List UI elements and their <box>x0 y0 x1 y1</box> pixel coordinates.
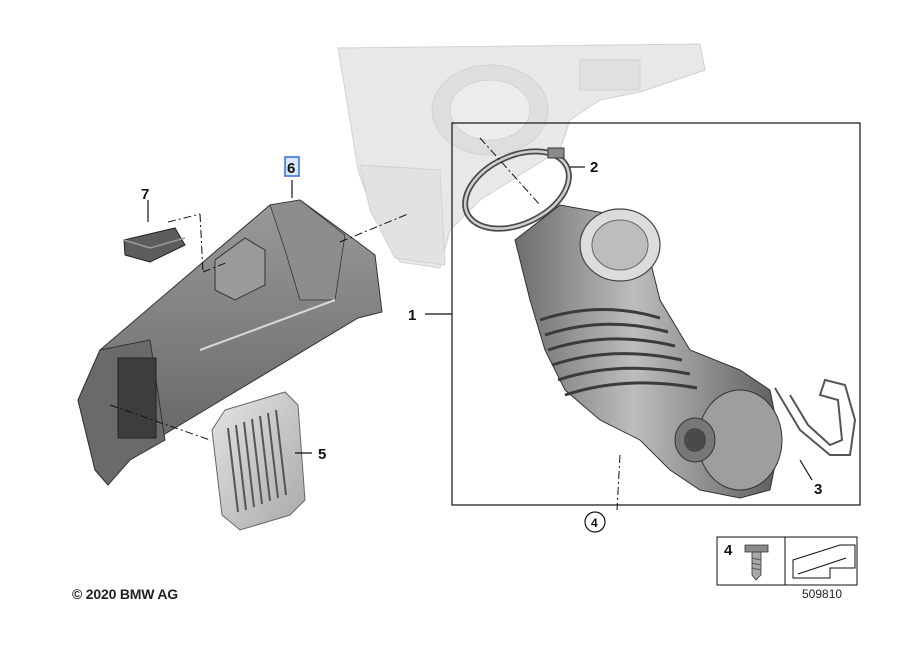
copyright-text: © 2020 BMW AG <box>72 586 178 602</box>
callout-4-circle[interactable]: 4 <box>584 511 606 533</box>
wire-clip[interactable] <box>774 378 857 456</box>
bolt-icon <box>744 544 769 581</box>
callout-6-highlight[interactable]: 6 <box>284 156 300 177</box>
legend-box: 4 <box>716 536 858 586</box>
callout-3[interactable]: 3 <box>814 481 822 498</box>
diagram-number: 509810 <box>802 587 843 601</box>
air-duct[interactable] <box>77 199 383 486</box>
callout-2[interactable]: 2 <box>590 159 598 176</box>
legend-part-number: 4 <box>724 542 733 559</box>
grille[interactable] <box>211 391 306 531</box>
hose-clamp[interactable] <box>453 136 581 244</box>
bracket-shape-icon <box>792 544 856 579</box>
callout-4: 4 <box>591 516 598 530</box>
intake-hose[interactable] <box>514 204 783 499</box>
callout-7[interactable]: 7 <box>141 186 149 203</box>
callout-1[interactable]: 1 <box>408 307 416 324</box>
assembly-lines <box>109 137 621 511</box>
callout-5[interactable]: 5 <box>318 446 326 463</box>
leader-lines <box>147 166 813 481</box>
duct-cap[interactable] <box>123 227 186 263</box>
callout-6: 6 <box>287 160 295 177</box>
air-filter-housing-ghost <box>337 43 706 269</box>
